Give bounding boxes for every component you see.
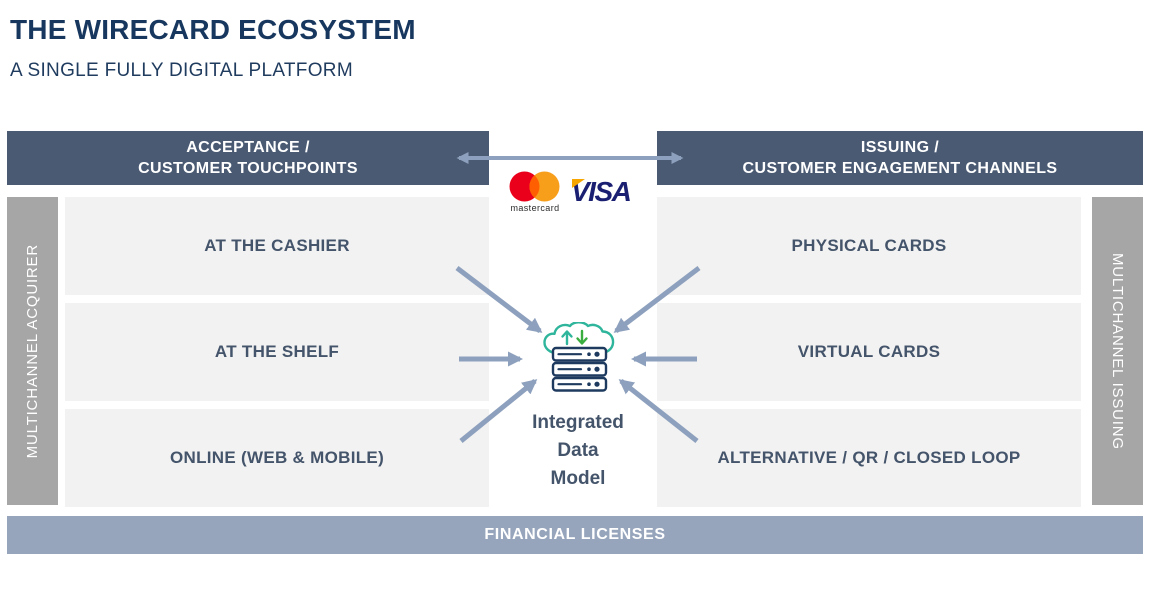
box-alternative-qr-closed-loop: ALTERNATIVE / QR / CLOSED LOOP [657, 409, 1081, 507]
box-label: PHYSICAL CARDS [791, 236, 947, 255]
idm-line3: Model [550, 468, 606, 489]
upload-arrow-icon [561, 330, 573, 346]
box-label: AT THE SHELF [214, 342, 340, 361]
box-at-the-cashier: AT THE CASHIER [65, 197, 489, 295]
box-label: VIRTUAL CARDS [797, 342, 941, 361]
cloud-icon [543, 322, 615, 355]
cloud-data-icon [543, 322, 615, 392]
financial-licenses-label: FINANCIAL LICENSES [484, 526, 666, 543]
box-virtual-cards: VIRTUAL CARDS [657, 303, 1081, 401]
page-subtitle: A SINGLE FULLY DIGITAL PLATFORM [10, 60, 353, 81]
integrated-data-model-caption: Integrated Data Model [503, 409, 653, 493]
issuing-header-line2: CUSTOMER ENGAGEMENT CHANNELS [742, 160, 1058, 177]
multichannel-issuing-bar: MULTICHANNEL ISSUING [1092, 197, 1143, 505]
visa-flag-icon [572, 179, 585, 188]
multichannel-issuing-label: MULTICHANNEL ISSUING [1109, 252, 1126, 450]
box-label: ALTERNATIVE / QR / CLOSED LOOP [717, 448, 1021, 467]
visa-logo: VISA [571, 178, 632, 206]
idm-line1: Integrated [532, 412, 624, 433]
financial-licenses-bar: FINANCIAL LICENSES [7, 516, 1143, 554]
acceptance-header-line2: CUSTOMER TOUCHPOINTS [138, 160, 358, 177]
page-title: THE WIRECARD ECOSYSTEM [10, 14, 416, 45]
mastercard-label: mastercard [510, 203, 560, 213]
box-label: AT THE CASHIER [204, 236, 350, 255]
server-stack-icon [551, 346, 608, 392]
acceptance-header-line1: ACCEPTANCE / [186, 139, 310, 156]
acceptance-header-bar: ACCEPTANCE / CUSTOMER TOUCHPOINTS [7, 131, 489, 185]
box-physical-cards: PHYSICAL CARDS [657, 197, 1081, 295]
box-at-the-shelf: AT THE SHELF [65, 303, 489, 401]
box-online-web-mobile: ONLINE (WEB & MOBILE) [65, 409, 489, 507]
issuing-header-bar: ISSUING / CUSTOMER ENGAGEMENT CHANNELS [657, 131, 1143, 185]
box-label: ONLINE (WEB & MOBILE) [169, 448, 385, 467]
idm-line2: Data [557, 440, 599, 461]
download-arrow-icon [576, 329, 588, 345]
multichannel-acquirer-bar: MULTICHANNEL ACQUIRER [7, 197, 58, 505]
issuing-header-line1: ISSUING / [860, 139, 940, 156]
mastercard-icon [509, 171, 560, 202]
multichannel-acquirer-label: MULTICHANNEL ACQUIRER [24, 243, 41, 459]
